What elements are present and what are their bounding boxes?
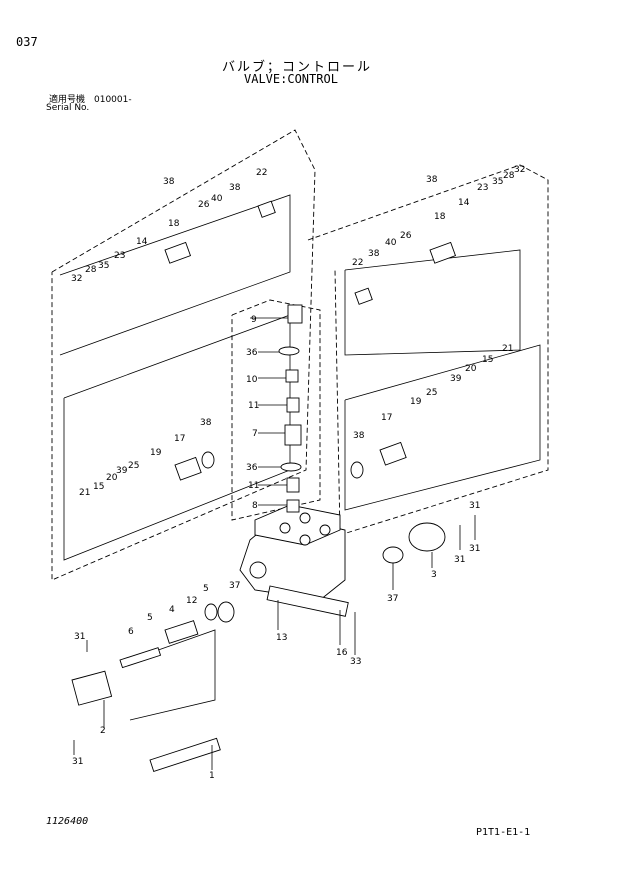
callout-33: 33 [350, 657, 361, 667]
callout-21: 21 [502, 344, 513, 354]
callout-31: 31 [469, 544, 480, 554]
serial-label-japanese: 適用号機 010001- [49, 95, 132, 105]
callout-12: 12 [186, 596, 197, 606]
callout-15: 15 [93, 482, 104, 492]
page-code: P1T1-E1-1 [476, 827, 531, 838]
callout-25: 25 [128, 461, 139, 471]
group-box-middle [231, 299, 321, 521]
part-shapes [71, 200, 457, 772]
group-box-right [307, 164, 549, 536]
callout-22: 22 [352, 258, 363, 268]
callout-23: 23 [477, 183, 488, 193]
callout-5: 5 [203, 584, 209, 594]
callout-17: 17 [174, 434, 185, 444]
callout-18: 18 [168, 219, 180, 229]
spool-box [129, 629, 216, 721]
callout-14: 14 [458, 198, 470, 208]
callout-21: 21 [79, 488, 90, 498]
callout-26: 26 [198, 200, 210, 210]
callout-5: 5 [147, 613, 153, 623]
callout-15: 15 [482, 355, 493, 365]
inner-box-lower-right [344, 344, 541, 511]
callout-39: 39 [116, 466, 128, 476]
callout-35: 35 [492, 177, 503, 187]
callout-38: 38 [200, 418, 212, 428]
callout-1: 1 [209, 771, 215, 781]
callout-20: 20 [106, 473, 118, 483]
callout-40: 40 [385, 238, 397, 248]
callout-38: 38 [426, 175, 438, 185]
callout-10: 10 [246, 375, 258, 385]
callout-31: 31 [74, 632, 85, 642]
callout-26: 26 [400, 231, 412, 241]
title-english: VALVE:CONTROL [244, 72, 338, 86]
document-number: 1126400 [46, 816, 89, 827]
callout-28: 28 [503, 171, 515, 181]
group-box-left [51, 129, 316, 581]
callout-40: 40 [211, 194, 223, 204]
callout-18: 18 [434, 212, 446, 222]
page-number: 037 [16, 35, 38, 49]
callout-38: 38 [163, 177, 175, 187]
callout-22: 22 [256, 168, 267, 178]
title-japanese: バルブ；コントロール [222, 60, 373, 75]
callout-2: 2 [100, 726, 106, 736]
callout-11: 11 [248, 401, 259, 411]
callout-3: 3 [431, 570, 437, 580]
leader-lines [73, 317, 476, 770]
callout-13: 13 [276, 633, 287, 643]
callout-6: 6 [128, 627, 134, 637]
callout-labels: 38 22 38 40 26 18 14 23 35 28 32 9 36 10… [71, 165, 525, 781]
inner-box-upper-left [59, 194, 291, 356]
callout-32: 32 [71, 274, 82, 284]
valve-body [239, 504, 349, 617]
callout-8: 8 [252, 501, 258, 511]
callout-35: 35 [98, 261, 109, 271]
callout-31: 31 [72, 757, 83, 767]
callout-38: 38 [229, 183, 241, 193]
serial-label-english: Serial No. [46, 103, 90, 113]
callout-11: 11 [248, 481, 259, 491]
callout-25: 25 [426, 388, 437, 398]
callout-23: 23 [114, 251, 125, 261]
callout-19: 19 [150, 448, 162, 458]
callout-38: 38 [353, 431, 365, 441]
callout-32: 32 [514, 165, 525, 175]
callout-36: 36 [246, 463, 258, 473]
callout-31: 31 [454, 555, 465, 565]
callout-39: 39 [450, 374, 462, 384]
callout-4: 4 [169, 605, 175, 615]
callout-9: 9 [251, 315, 257, 325]
callout-28: 28 [85, 265, 97, 275]
callout-36: 36 [246, 348, 258, 358]
callout-17: 17 [381, 413, 392, 423]
callout-20: 20 [465, 364, 477, 374]
callout-16: 16 [336, 648, 348, 658]
inner-box-upper-right [344, 249, 521, 356]
callout-7: 7 [252, 429, 258, 439]
callout-38: 38 [368, 249, 380, 259]
callout-19: 19 [410, 397, 422, 407]
callout-14: 14 [136, 237, 148, 247]
callout-37: 37 [229, 581, 240, 591]
callout-37: 37 [387, 594, 398, 604]
callout-31: 31 [469, 501, 480, 511]
